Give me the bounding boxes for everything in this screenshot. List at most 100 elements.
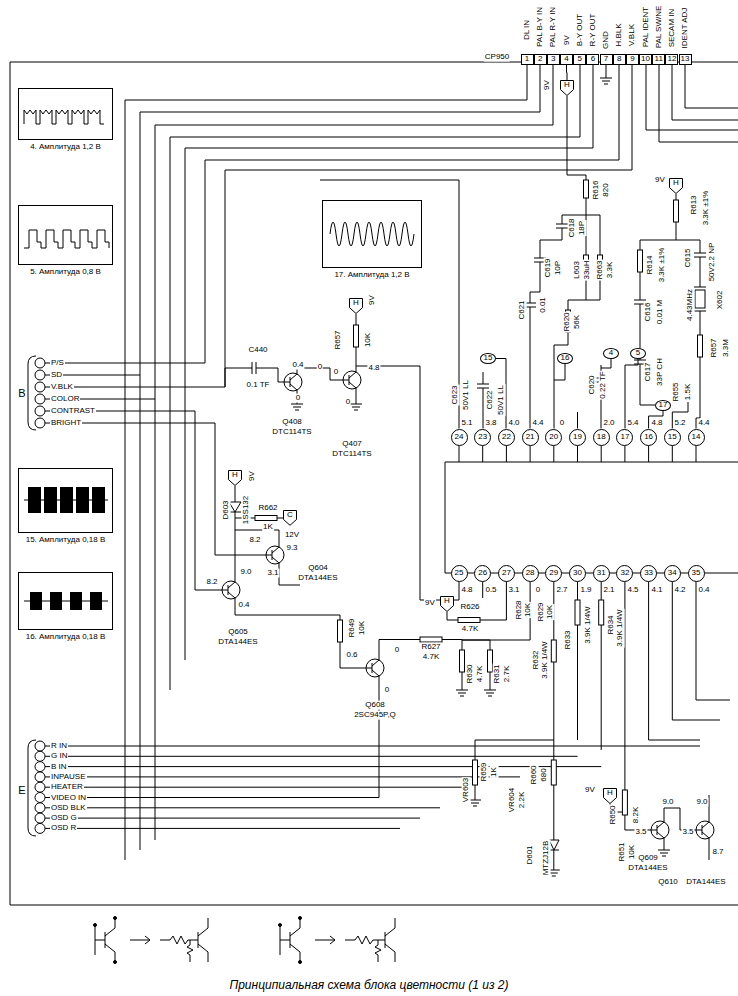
wire xyxy=(170,65,580,690)
flag-outline xyxy=(441,597,454,612)
pin-box: 5 xyxy=(573,54,586,65)
component-label: 680 xyxy=(540,767,549,782)
resistor-symbol xyxy=(338,620,343,642)
pin-number: 6 xyxy=(591,55,595,64)
component-label: SD xyxy=(50,371,63,380)
component-label: R616 xyxy=(592,179,601,200)
component-label: BRIGHT xyxy=(50,419,82,428)
waveform-box: 15. Амплитуда 0,18 В xyxy=(18,468,113,547)
component-label: X602 xyxy=(716,290,725,311)
pin-circle: 25 xyxy=(451,565,468,582)
connector-terminal xyxy=(35,782,45,792)
component-label: R649 xyxy=(348,617,357,638)
transistor-symbol xyxy=(263,541,284,569)
pin-circle: 15 xyxy=(664,429,681,446)
component-label: 4.5 xyxy=(626,586,639,595)
component-label: B IN xyxy=(50,762,68,771)
connector-terminal xyxy=(35,823,45,833)
component-label: 1.5K xyxy=(684,383,693,401)
waveform-frame xyxy=(18,88,113,140)
pin-number: 24 xyxy=(455,433,464,442)
ground-symbol xyxy=(456,690,468,696)
pin-circle: 16 xyxy=(640,429,657,446)
ground-symbol xyxy=(469,800,481,806)
component-label: MTZJ12B xyxy=(542,840,551,877)
pin-circle: 26 xyxy=(474,565,491,582)
equivalent-sketch xyxy=(279,924,282,927)
waveform xyxy=(28,487,41,513)
pin-box: 10 xyxy=(639,54,652,65)
wire xyxy=(649,411,663,429)
pin-box: 13 xyxy=(679,54,692,65)
pin-number: 18 xyxy=(597,433,606,442)
test-point-number: 16 xyxy=(561,354,570,363)
waveform-frame xyxy=(322,200,422,268)
component-label: PAL B-Y IN xyxy=(536,6,545,48)
component-label: R659 xyxy=(480,761,489,782)
component-label: V.BLK xyxy=(50,383,74,392)
pin-number: 23 xyxy=(478,433,487,442)
component-label: 3.9K 1/4W xyxy=(584,605,593,644)
component-label: 8.2 xyxy=(248,536,261,545)
component-label: 0 xyxy=(384,686,390,695)
component-label: 2.0 xyxy=(602,419,615,428)
resistor-symbol xyxy=(458,618,480,623)
component-label: R614 xyxy=(646,254,655,275)
wire xyxy=(577,412,578,429)
waveform-frame xyxy=(18,205,113,265)
waveform-box: 4. Амплитуда 1,2 В xyxy=(18,88,113,154)
waveform xyxy=(50,592,62,610)
power-flag: H xyxy=(440,596,454,612)
pin-circle: 27 xyxy=(498,565,515,582)
pin-circle: 28 xyxy=(522,565,539,582)
resistor-symbol xyxy=(255,516,277,521)
transistor-symbol xyxy=(648,816,669,844)
pin-number: 11 xyxy=(655,55,663,64)
waveform xyxy=(44,487,57,513)
component-label: Q605 xyxy=(227,628,249,637)
connectors xyxy=(566,65,568,80)
waveform-frame xyxy=(18,572,113,630)
ground-symbol xyxy=(484,690,496,696)
wire-connector xyxy=(566,65,568,80)
wire xyxy=(459,446,696,463)
wire xyxy=(540,228,562,258)
component-label: OSD R xyxy=(50,824,77,833)
resistor-symbol xyxy=(622,790,627,815)
power-tag: H xyxy=(673,179,679,188)
waveform xyxy=(330,222,414,246)
pin-box: 6 xyxy=(586,54,599,65)
power-flag: H xyxy=(560,80,574,96)
component-label: 9.0 xyxy=(239,568,252,577)
component-label: R663 xyxy=(596,259,605,280)
wire xyxy=(10,62,738,905)
component-label: DTC114TS xyxy=(271,428,312,437)
component-label: R IN xyxy=(50,742,68,751)
component-label: Q609 xyxy=(637,854,659,863)
component-label: R632 xyxy=(532,649,541,670)
component-label: E xyxy=(17,784,26,796)
ground-symbol xyxy=(291,78,670,876)
wire xyxy=(447,582,506,621)
component-label: DTA144ES xyxy=(685,878,726,887)
flag-outline xyxy=(561,81,574,96)
pin-number: 8 xyxy=(617,55,621,64)
wire xyxy=(672,65,738,120)
pin-number: 21 xyxy=(526,433,535,442)
component-label: 8.2K xyxy=(632,806,641,824)
resistor-symbol xyxy=(255,180,705,815)
pin-box: 3 xyxy=(547,54,560,65)
wire xyxy=(676,222,706,287)
test-point-number: 5 xyxy=(636,349,640,358)
wire xyxy=(672,402,688,429)
component-label: 0.4 xyxy=(237,601,250,610)
component-label: 0.01 xyxy=(539,296,548,314)
component-label: 3.9K 1/4W xyxy=(616,608,625,647)
test-point: 17 xyxy=(655,400,671,411)
power-tag: H xyxy=(353,299,359,308)
caption: Принципиальная схема блока цветности (1 … xyxy=(0,978,738,992)
component-label: 50V2.2 NP xyxy=(708,242,717,283)
component-label: CP950 xyxy=(484,53,510,62)
wire xyxy=(554,332,568,429)
